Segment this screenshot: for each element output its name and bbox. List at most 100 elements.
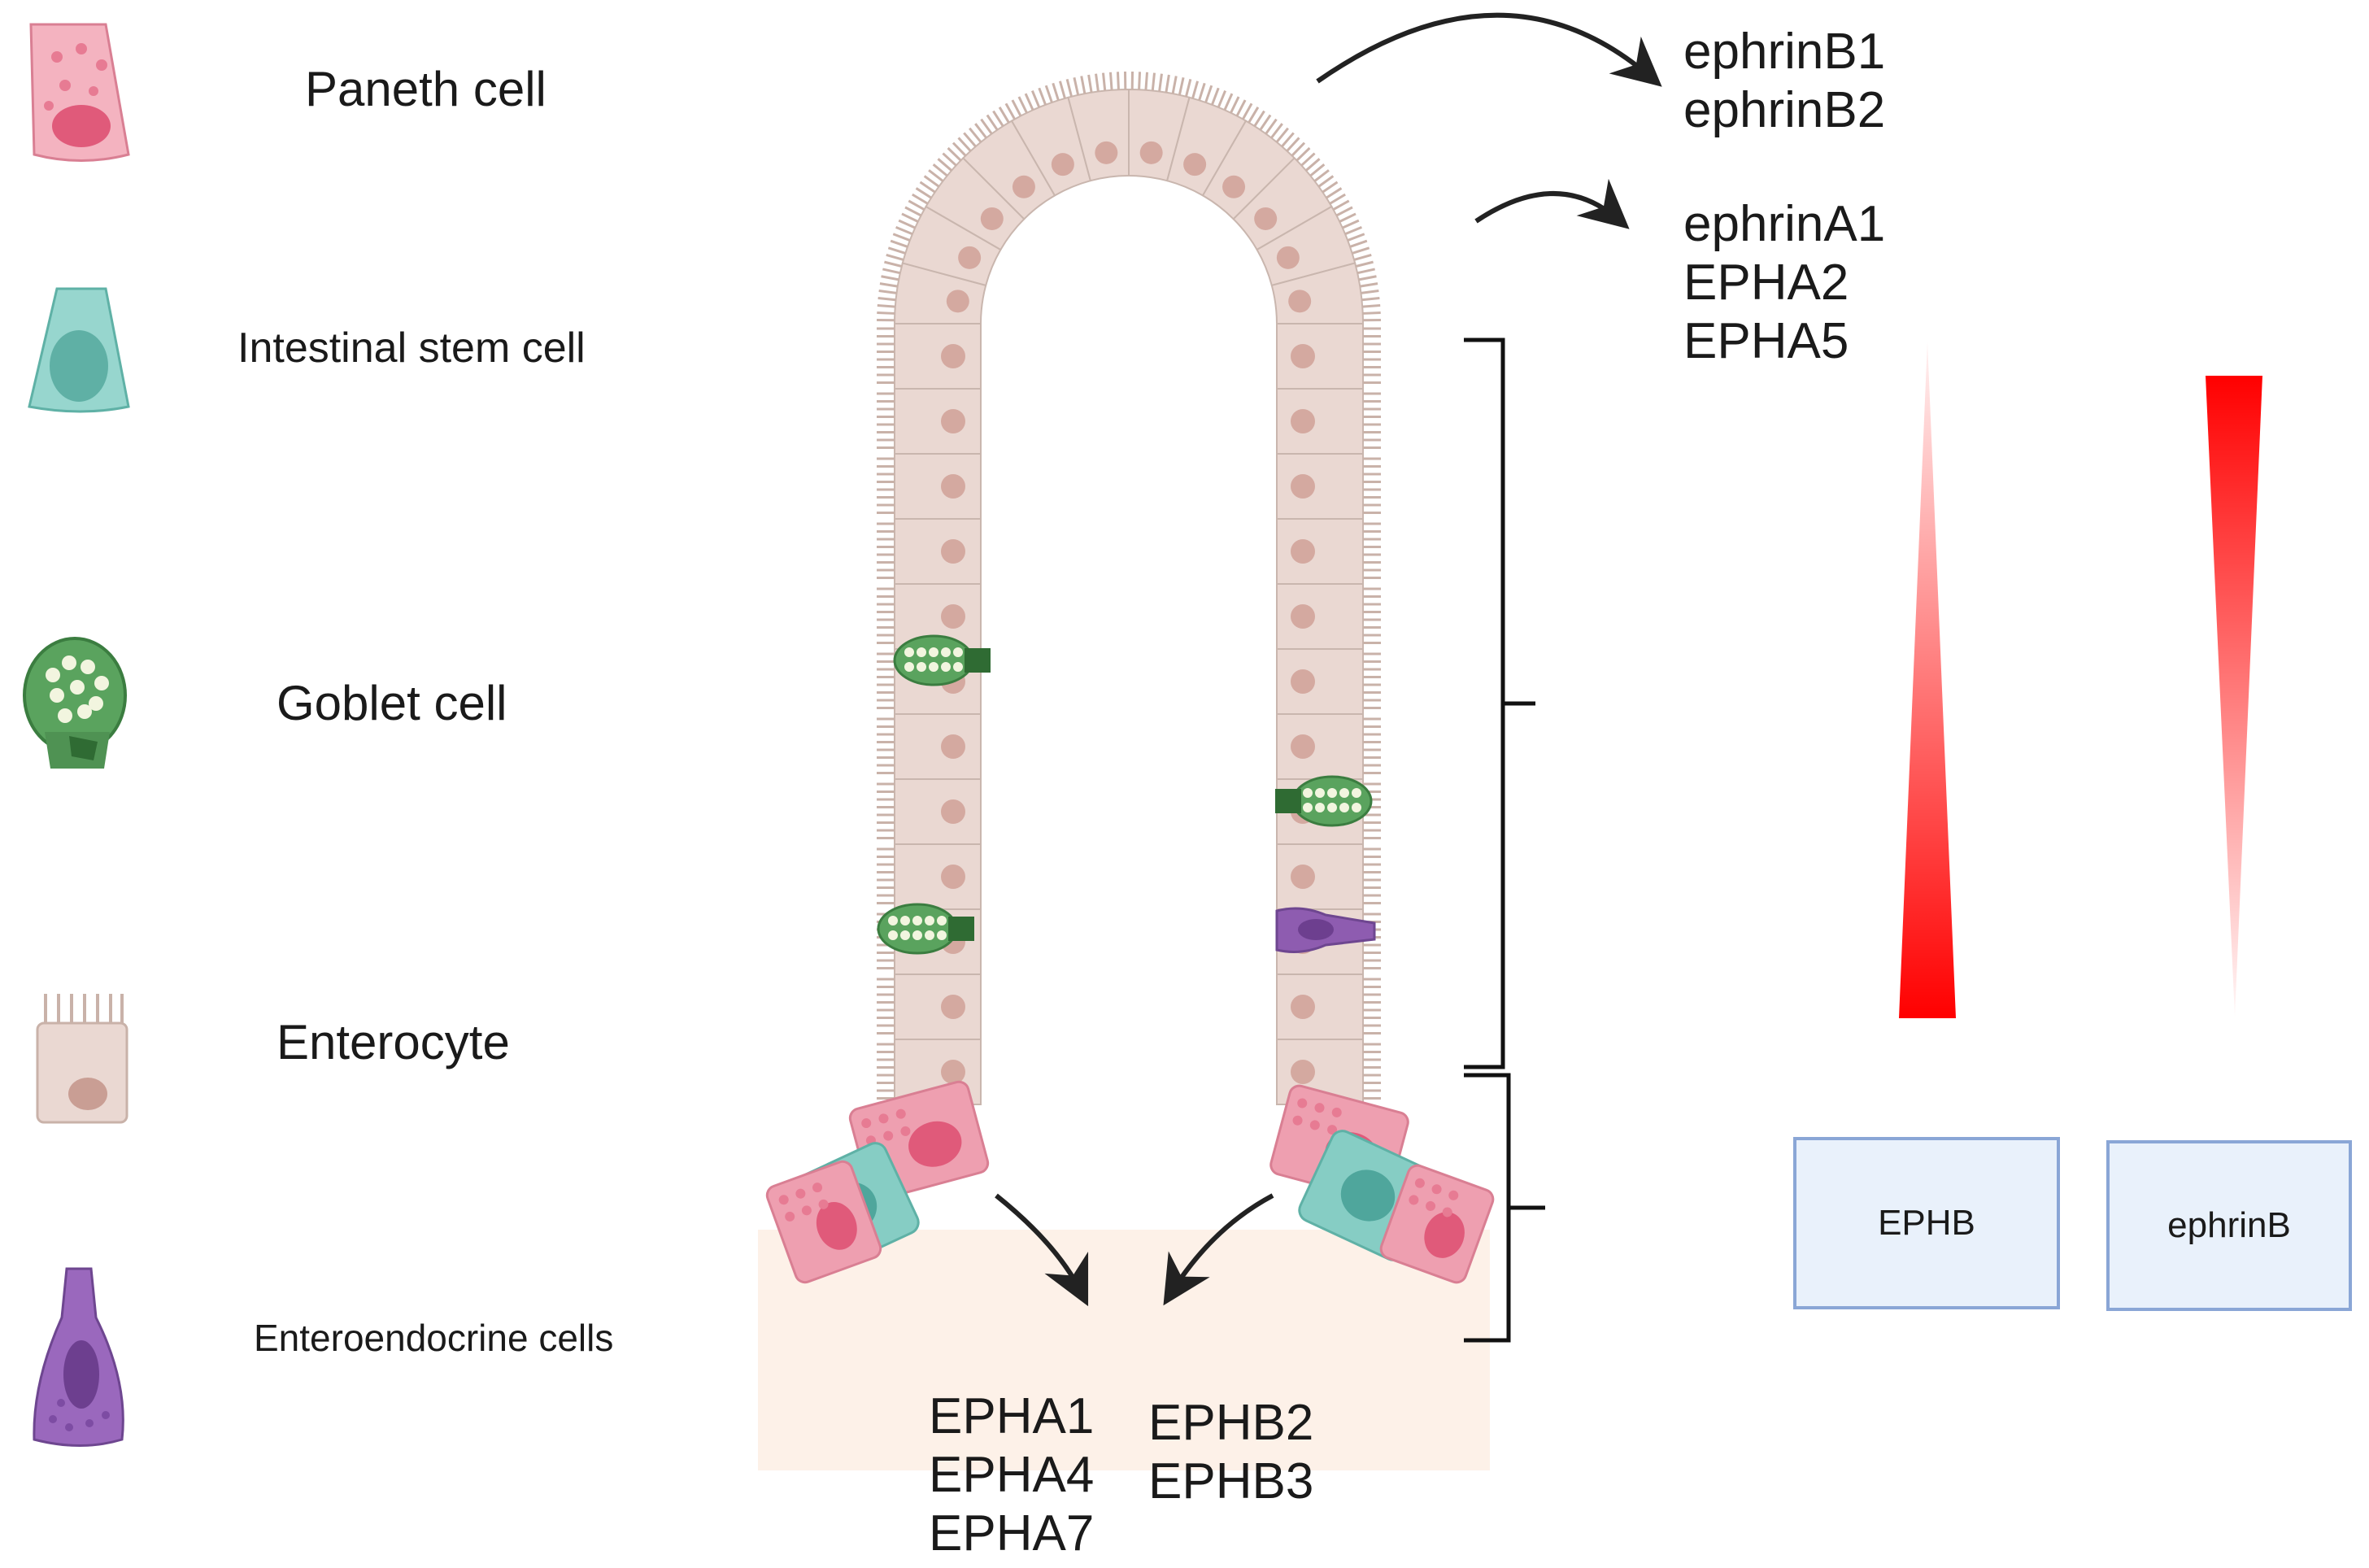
goblet-granule <box>904 662 914 672</box>
enterocyte-nucleus <box>1291 669 1315 694</box>
goblet-nucleus <box>948 917 974 941</box>
paneth-granule <box>1292 1115 1303 1126</box>
microvillus <box>919 181 936 194</box>
microvillus <box>1357 268 1375 275</box>
microvillus <box>957 137 972 152</box>
gene-label: ephrinB1 <box>1683 24 1886 80</box>
microvillus <box>1362 303 1381 308</box>
ephb-gradient-wedge <box>1899 342 1956 1018</box>
microvillus <box>915 187 932 199</box>
microvillus <box>881 275 899 281</box>
enterocyte-nucleus <box>1291 604 1315 629</box>
goblet-granule <box>1339 803 1349 812</box>
microvillus <box>1223 93 1234 111</box>
microvillus <box>1030 90 1041 108</box>
microvillus <box>1095 73 1100 92</box>
gene-label: EPHB3 <box>1148 1453 1314 1509</box>
villus-bracket <box>1464 338 1535 1069</box>
microvillus <box>1313 169 1330 182</box>
microvillus <box>1275 127 1289 143</box>
microvillus <box>1361 290 1379 294</box>
enterocyte-nucleus <box>941 799 965 824</box>
goblet-granule <box>888 916 898 926</box>
goblet-cell <box>1291 775 1373 827</box>
microvillus <box>942 152 957 167</box>
microvillus <box>1038 87 1047 106</box>
goblet-cell <box>893 634 974 686</box>
microvillus <box>1352 246 1370 255</box>
goblet-granule <box>1303 788 1313 798</box>
legend-label-goblet: Goblet cell <box>277 676 507 730</box>
paneth-granule <box>1448 1190 1459 1200</box>
enterocyte-nucleus <box>1012 175 1035 198</box>
enterocyte-nucleus <box>1291 344 1315 368</box>
enterocyte-nucleus <box>1051 153 1074 176</box>
enterocyte-nucleus <box>941 409 965 433</box>
enterocyte-nucleus <box>1291 409 1315 433</box>
goblet-granule <box>917 647 926 657</box>
paneth-granule <box>895 1108 906 1119</box>
paneth-granule <box>1309 1120 1320 1130</box>
microvillus <box>901 212 919 223</box>
paneth-granule <box>818 1199 829 1209</box>
enterocyte-nucleus <box>941 604 965 629</box>
microvillus <box>1339 212 1357 223</box>
microvillus <box>1344 225 1362 236</box>
microvillus <box>1138 72 1142 90</box>
goblet-granule <box>1352 788 1361 798</box>
microvillus <box>969 127 982 143</box>
microvillus <box>1355 260 1374 268</box>
microvillus <box>1329 193 1346 205</box>
microvillus <box>937 158 953 172</box>
goblet-granule <box>917 662 926 672</box>
goblet-cell <box>877 903 958 955</box>
microvillus <box>1191 81 1200 99</box>
goblet-granule <box>1352 803 1361 812</box>
paneth-granule <box>1409 1195 1419 1205</box>
microvillus <box>1248 107 1260 124</box>
microvillus <box>974 123 987 139</box>
microvillus <box>890 239 908 248</box>
gene-label: EPHA7 <box>929 1505 1095 1561</box>
goblet-granule <box>912 930 922 940</box>
goblet-granule <box>925 930 934 940</box>
enterocyte-legend-icon <box>36 994 128 1124</box>
microvillus <box>1242 102 1253 120</box>
enterocyte-cell <box>894 973 982 1040</box>
paneth-nucleus <box>816 1202 857 1250</box>
enterocyte-cell <box>1276 518 1364 585</box>
microvillus <box>1044 85 1053 103</box>
gene-label: ephrinB2 <box>1683 82 1886 138</box>
legend-label-stem: Intestinal stem cell <box>237 324 586 372</box>
microvillus <box>1332 199 1350 211</box>
microvillus <box>1347 233 1365 242</box>
microvillus <box>986 114 999 131</box>
enterocyte-cell <box>1276 453 1364 520</box>
enterocyte-cell <box>894 778 982 845</box>
goblet-granule <box>941 647 951 657</box>
paneth-cell <box>1379 1164 1495 1284</box>
enterocyte-cell <box>1276 388 1364 455</box>
ephrinb-gradient-wedge <box>2206 376 2262 1017</box>
microvillus <box>1116 72 1120 90</box>
microvillus <box>932 163 948 177</box>
goblet-granule <box>953 647 963 657</box>
microvillus <box>1300 152 1316 167</box>
enterocyte-cell <box>894 453 982 520</box>
paneth-granule <box>861 1118 872 1129</box>
goblet-granule <box>1327 803 1337 812</box>
enteroendocrine-nucleus <box>1298 919 1334 940</box>
microvillus <box>1286 137 1300 152</box>
goblet-granule <box>953 662 963 672</box>
paneth-granule <box>1442 1207 1452 1217</box>
microvillus <box>1235 99 1247 117</box>
microvillus <box>879 282 898 288</box>
microvillus <box>1144 72 1149 90</box>
microvillus <box>1259 114 1272 131</box>
microvillus <box>923 175 940 188</box>
microvillus <box>882 268 901 275</box>
microvillus <box>998 107 1010 124</box>
microvillus <box>1108 72 1113 90</box>
paneth-granule <box>801 1205 812 1216</box>
